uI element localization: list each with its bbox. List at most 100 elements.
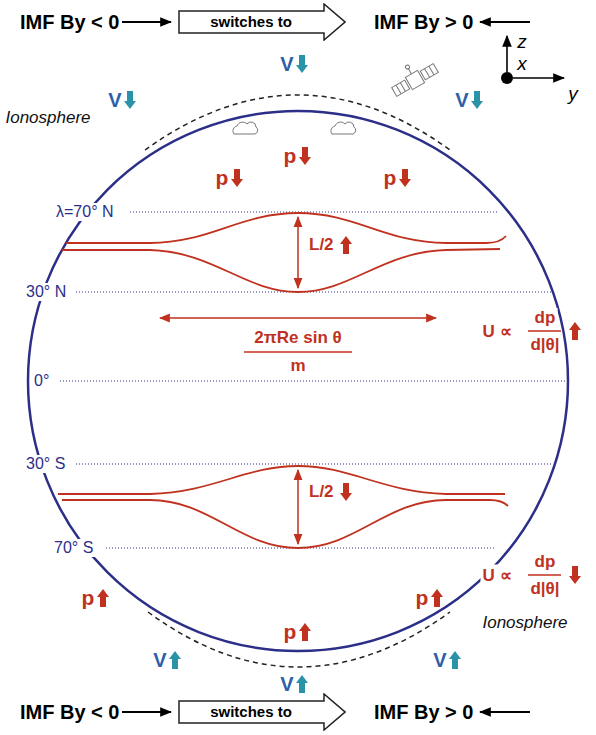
trend-arrow	[399, 169, 411, 187]
label-anchor: x	[515, 53, 529, 75]
latitude-label: λ=70° N	[54, 203, 116, 221]
trend-arrow	[299, 147, 311, 165]
cloud-icon	[331, 122, 356, 134]
latitude-label: 70° S	[52, 539, 95, 557]
z-axis	[506, 36, 508, 72]
label-anchor: U ∝	[481, 565, 514, 586]
pressure-label: p	[382, 166, 399, 190]
header-arrow	[122, 711, 171, 713]
arrow-body: switches to	[178, 703, 324, 721]
label-anchor: V	[431, 649, 448, 672]
panel-grid	[400, 83, 405, 92]
trend-arrow	[471, 91, 483, 109]
formula-label: U ∝	[481, 565, 514, 586]
label-anchor: dp	[533, 552, 558, 572]
trend-arrow	[296, 55, 308, 73]
formula-label: U ∝	[481, 321, 514, 342]
label-anchor: p	[282, 620, 299, 644]
label-anchor: p	[214, 166, 231, 190]
axis-label: y	[566, 83, 580, 105]
jet-curve	[62, 500, 508, 548]
label-anchor: 30° S	[24, 455, 67, 473]
formula-denominator: d|θ|	[528, 579, 561, 599]
solar-panel	[420, 64, 438, 80]
axis-label: x	[515, 53, 529, 75]
label-anchor: dp	[533, 308, 558, 328]
label-anchor: IMF By > 0	[372, 701, 475, 724]
latitude-line	[76, 292, 556, 293]
earth-outline	[28, 111, 568, 651]
label-anchor: L/2	[307, 482, 336, 502]
label-anchor: 0°	[32, 372, 51, 390]
label-anchor: 2πRe sin θ	[252, 328, 343, 348]
pressure-label: p	[214, 166, 231, 190]
ionosphere-arc	[145, 95, 450, 150]
latitude-line	[130, 212, 497, 213]
solar-panel	[392, 80, 410, 96]
label-anchor: V	[278, 673, 295, 696]
pressure-label: p	[414, 586, 431, 610]
trend-arrow	[124, 91, 136, 109]
pressure-label: p	[282, 144, 299, 168]
label-anchor: V	[106, 89, 123, 112]
header-arrow	[122, 21, 171, 23]
fraction-bar	[528, 330, 561, 332]
pressure-label: p	[282, 620, 299, 644]
pressure-label: p	[80, 586, 97, 610]
panel-grid	[429, 66, 434, 75]
trend-arrow	[340, 236, 352, 254]
label-anchor: 30° N	[24, 283, 68, 301]
dimension-arrow	[297, 470, 299, 544]
latitude-line	[76, 464, 553, 465]
header-label: IMF By > 0	[372, 701, 475, 724]
label-anchor: 70° S	[52, 539, 95, 557]
dimension-arrow	[297, 217, 299, 288]
trend-arrow	[449, 651, 461, 669]
trend-arrow	[569, 566, 581, 584]
velocity-label: V	[453, 89, 470, 112]
latitude-label: 30° N	[24, 283, 68, 301]
switch-arrow: switches to	[178, 3, 346, 41]
formula-denominator: m	[288, 356, 307, 376]
label-anchor: V	[151, 649, 168, 672]
label-anchor: U ∝	[481, 321, 514, 342]
label-anchor: IMF By < 0	[18, 701, 121, 724]
formula-numerator: 2πRe sin θ	[252, 328, 343, 348]
velocity-label: V	[151, 649, 168, 672]
trend-arrow	[169, 651, 181, 669]
latitude-lines	[60, 212, 566, 548]
label-anchor: p	[382, 166, 399, 190]
label-anchor: Ionosphere	[3, 108, 92, 128]
dimension-label: L/2	[307, 482, 336, 502]
region-label: Ionosphere	[480, 613, 569, 633]
trend-arrow	[97, 589, 109, 607]
label-anchor: p	[282, 144, 299, 168]
arrow-body: switches to	[178, 13, 324, 31]
formula-numerator: dp	[533, 552, 558, 572]
trend-arrow	[569, 322, 581, 340]
latitude-label: 0°	[32, 372, 51, 390]
antenna-dish	[405, 64, 410, 69]
arrow-shape	[179, 4, 345, 40]
label-anchor: m	[288, 356, 307, 376]
latitude-line	[60, 381, 566, 382]
velocity-label: V	[278, 53, 295, 76]
arrow-label: switches to	[210, 704, 292, 721]
cloud-icon	[233, 122, 258, 134]
fraction-bar	[244, 351, 352, 353]
fraction-bar	[528, 574, 561, 576]
switch-arrow: switches to	[178, 693, 346, 731]
arrow-label: switches to	[210, 14, 292, 31]
header-label: IMF By < 0	[18, 11, 121, 34]
formula-numerator: dp	[533, 308, 558, 328]
label-anchor: y	[566, 83, 580, 105]
dimension-label: L/2	[307, 235, 336, 255]
jet-curves	[58, 213, 508, 548]
trend-arrow	[296, 675, 308, 693]
label-anchor: λ=70° N	[54, 203, 116, 221]
satellite-icon	[386, 53, 440, 98]
label-anchor: p	[80, 586, 97, 610]
trend-arrow	[299, 623, 311, 641]
header-label: IMF By > 0	[372, 11, 475, 34]
